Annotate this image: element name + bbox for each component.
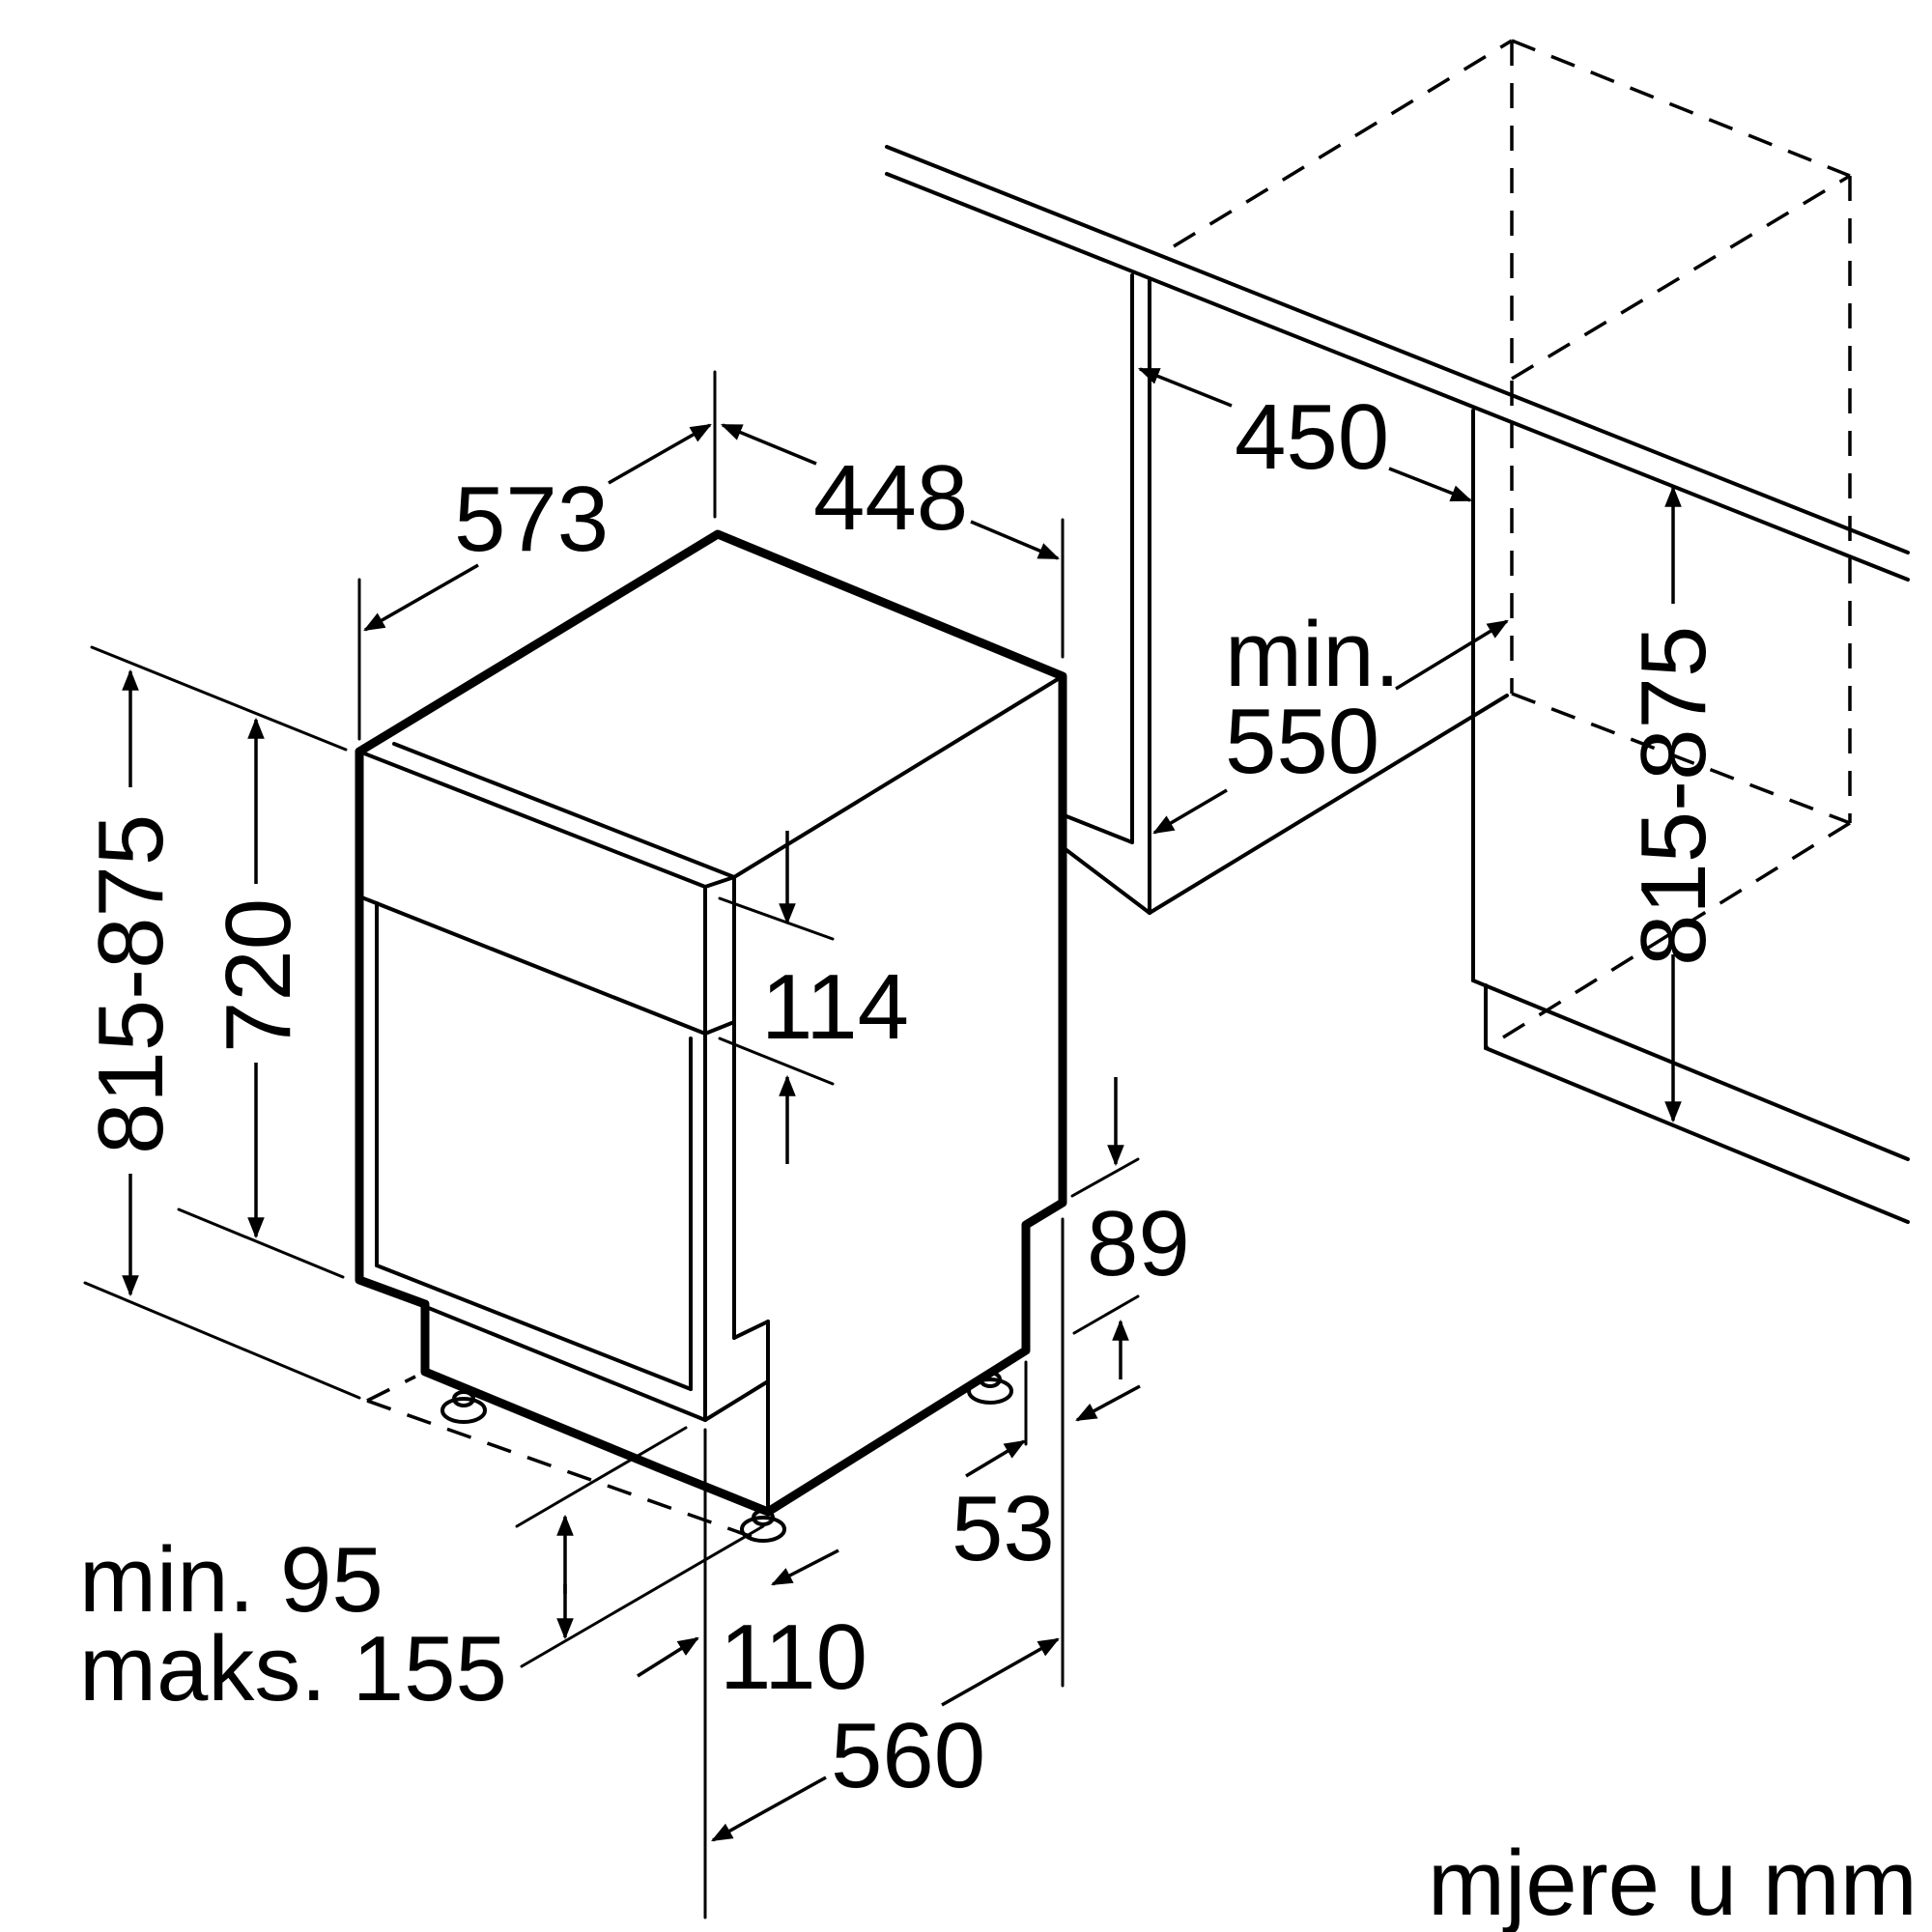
label-450: 450 <box>1235 385 1389 489</box>
dishwasher-body <box>355 529 1067 1543</box>
dimension-lines <box>83 367 1682 1919</box>
label-110: 110 <box>720 1605 867 1709</box>
units-note: mjere u mm <box>1428 1832 1918 1932</box>
label-448: 448 <box>813 446 968 550</box>
label-550: 550 <box>1225 690 1379 793</box>
dimension-labels: 573 448 815-875 720 114 450 min. 550 815… <box>79 385 1918 1932</box>
label-114: 114 <box>761 955 909 1059</box>
cabinet-niche <box>885 39 1910 1224</box>
label-815-875-left: 815-875 <box>79 814 183 1154</box>
label-min: min. <box>1225 603 1400 706</box>
label-720: 720 <box>207 898 310 1053</box>
label-maks-155: maks. 155 <box>79 1617 507 1720</box>
label-815-875-right: 815-875 <box>1622 626 1725 966</box>
label-min-95: min. 95 <box>79 1528 384 1632</box>
label-89: 89 <box>1087 1192 1190 1295</box>
label-573: 573 <box>454 468 609 571</box>
label-560: 560 <box>831 1704 985 1807</box>
label-53: 53 <box>952 1477 1055 1580</box>
